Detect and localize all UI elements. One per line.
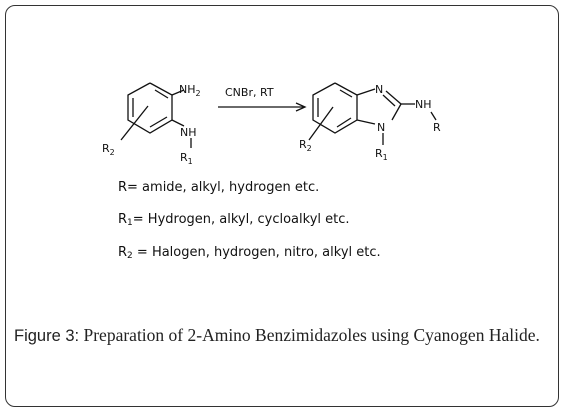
product-r1-label: R1: [375, 147, 388, 162]
reaction-scheme: NH2 NH R1 R2 CNBr, RT N N NH R R1 R2: [102, 82, 441, 166]
reactant-r2-label: R2: [102, 142, 115, 157]
product-r-label: R: [433, 121, 441, 134]
reactant-nh-bond: [171, 119, 185, 127]
imidazole-ring: [356, 88, 402, 125]
product-r2-bond: [308, 106, 334, 141]
reactant-nh2-label: NH2: [179, 83, 201, 98]
product-n-top-label: N: [375, 83, 383, 96]
reagent-label: CNBr, RT: [225, 86, 274, 99]
reactant-r2-bond: [120, 105, 149, 141]
product-r2-label: R2: [299, 138, 312, 153]
reactant-r1-label: R1: [180, 151, 193, 166]
figure-caption: Figure 3: Preparation of 2-Amino Benzimi…: [14, 323, 547, 348]
reactant-benzene-ring: [127, 82, 173, 134]
definition-r1: R1= Hydrogen, alkyl, cycloalkyl etc.: [118, 212, 350, 228]
product-n-bottom-label: N: [377, 121, 385, 134]
figure-frame: [5, 5, 559, 407]
caption-label: Figure 3:: [14, 327, 80, 345]
reactant-nh2-bond: [171, 89, 185, 96]
product-nh-label: NH: [415, 98, 432, 111]
definition-r2: R2 = Halogen, hydrogen, nitro, alkyl etc…: [118, 245, 381, 261]
reactant-nh-label: NH: [180, 126, 197, 139]
reaction-arrow: [218, 102, 307, 112]
product-r-bond: [430, 111, 437, 121]
caption-text: Preparation of 2-Amino Benzimidazoles us…: [79, 325, 540, 345]
definition-r: R= amide, alkyl, hydrogen etc.: [118, 180, 320, 195]
